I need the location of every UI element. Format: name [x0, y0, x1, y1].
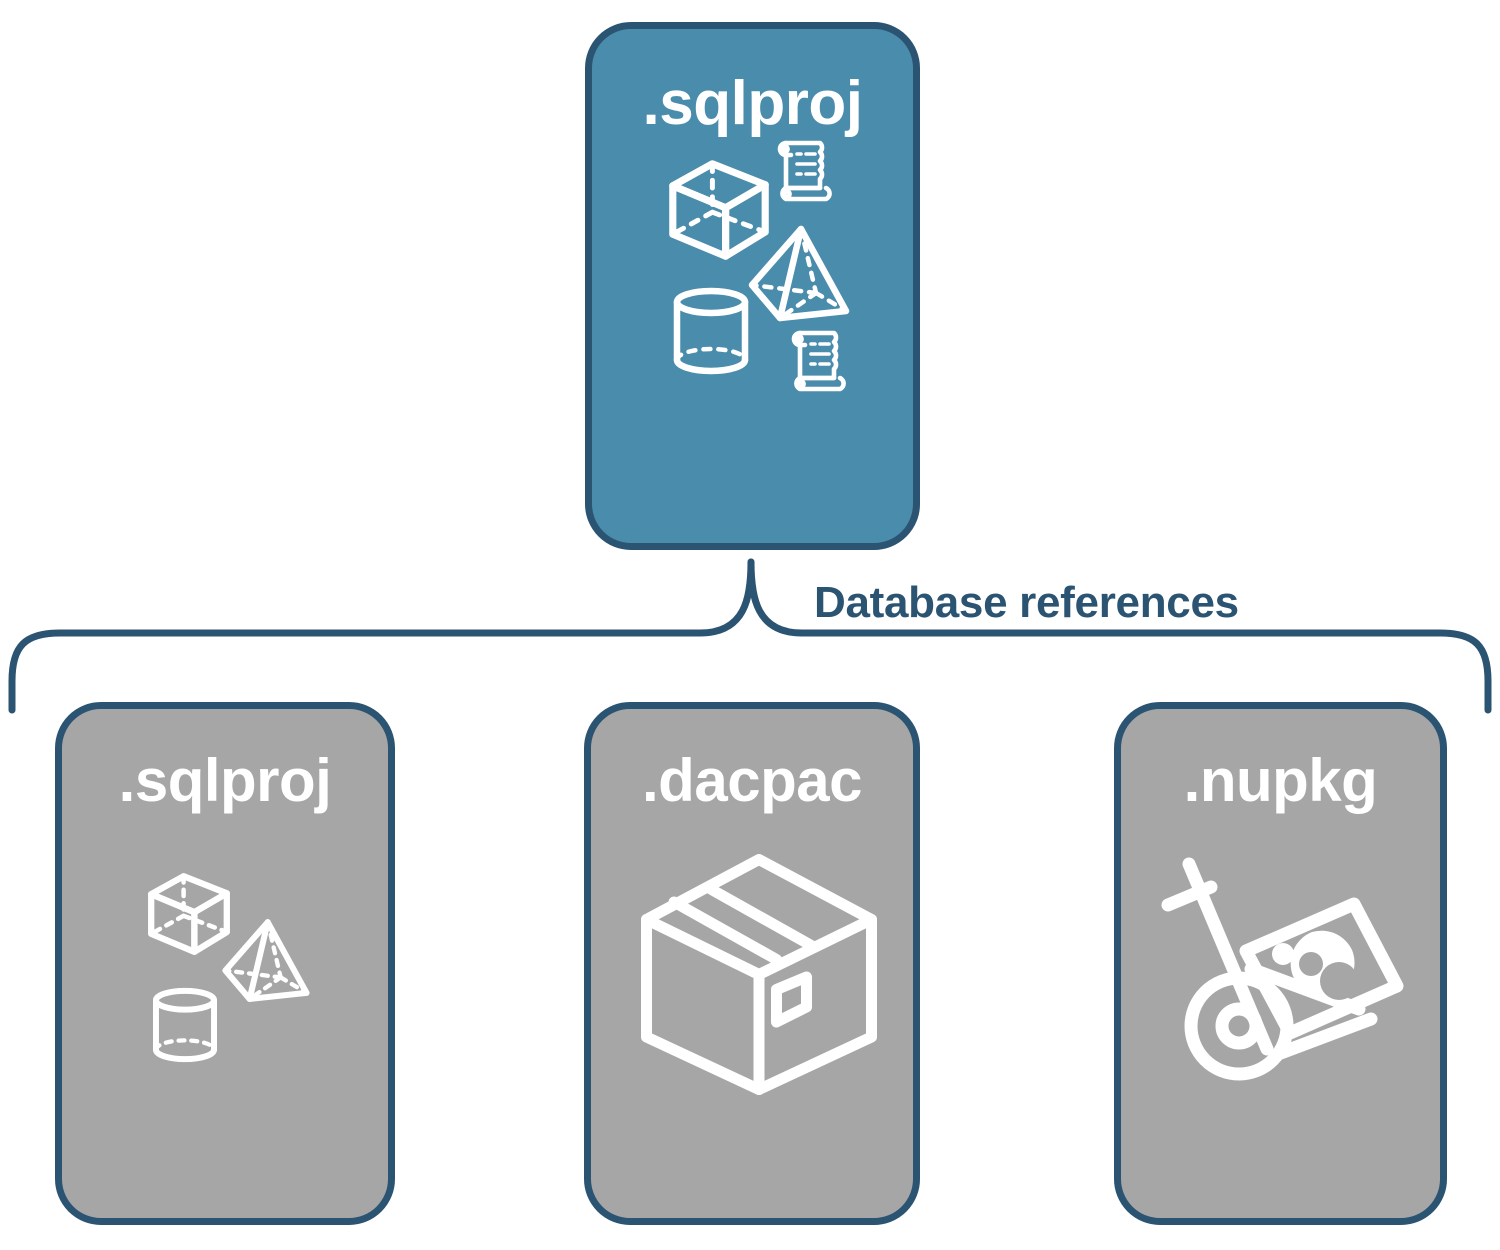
- package-box-icon: [641, 854, 877, 1095]
- cube-icon: [669, 160, 769, 260]
- hand-truck-icon: [1161, 857, 1404, 1081]
- card-reference-sqlproj-title: .sqlproj: [118, 747, 332, 814]
- card-root-artwork: [592, 135, 913, 543]
- database-references-connector: [0, 540, 1500, 720]
- card-root-title: .sqlproj: [642, 69, 863, 138]
- scroll-icon: [791, 330, 846, 392]
- card-reference-nupkg-title: .nupkg: [1183, 747, 1378, 814]
- card-reference-nupkg-artwork: [1121, 811, 1440, 1218]
- database-references-label: Database references: [814, 578, 1239, 627]
- card-reference-nupkg[interactable]: .nupkg: [1114, 702, 1447, 1225]
- card-reference-dacpac[interactable]: .dacpac: [584, 702, 920, 1225]
- card-reference-sqlproj[interactable]: .sqlproj: [55, 702, 395, 1225]
- pyramid-icon: [222, 919, 310, 1002]
- card-reference-dacpac-artwork: [591, 811, 913, 1218]
- scroll-icon: [777, 140, 832, 202]
- card-reference-sqlproj-artwork: [62, 811, 388, 1218]
- card-root-sqlproj[interactable]: .sqlproj: [585, 22, 920, 550]
- pyramid-icon: [748, 225, 850, 322]
- cylinder-icon: [152, 987, 218, 1063]
- cylinder-icon: [673, 287, 749, 375]
- cube-icon: [148, 873, 230, 955]
- card-reference-dacpac-title: .dacpac: [642, 747, 862, 814]
